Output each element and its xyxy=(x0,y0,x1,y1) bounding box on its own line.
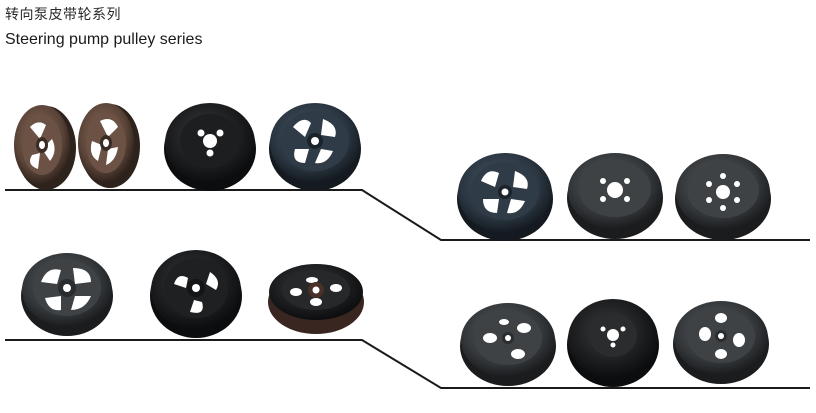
product-dark-blue-pulley-spoked xyxy=(269,103,361,191)
product-gray-pulley-four-spoke xyxy=(21,253,113,336)
shelf-line-bottom xyxy=(5,339,810,389)
product-dark-blue-pulley-four-spoke xyxy=(457,153,553,241)
product-gray-pulley-four-window xyxy=(673,301,769,384)
product-bronze-pulley-angled xyxy=(78,103,140,188)
shelf-line-top xyxy=(5,189,810,241)
product-black-pulley-ribbed xyxy=(268,264,364,334)
product-gray-pulley-six-hole xyxy=(675,154,771,240)
page-title-chinese: 转向泵皮带轮系列 xyxy=(5,7,121,23)
product-black-pulley-domed xyxy=(567,299,659,387)
product-gray-pulley-three-window xyxy=(460,303,556,386)
product-bronze-pulley-spoked xyxy=(14,105,76,190)
product-black-pulley-three-hole xyxy=(164,103,256,191)
product-gray-pulley-four-hole xyxy=(567,153,663,239)
page-title-english: Steering pump pulley series xyxy=(5,31,203,48)
product-black-pulley-deep-dish xyxy=(150,250,242,338)
